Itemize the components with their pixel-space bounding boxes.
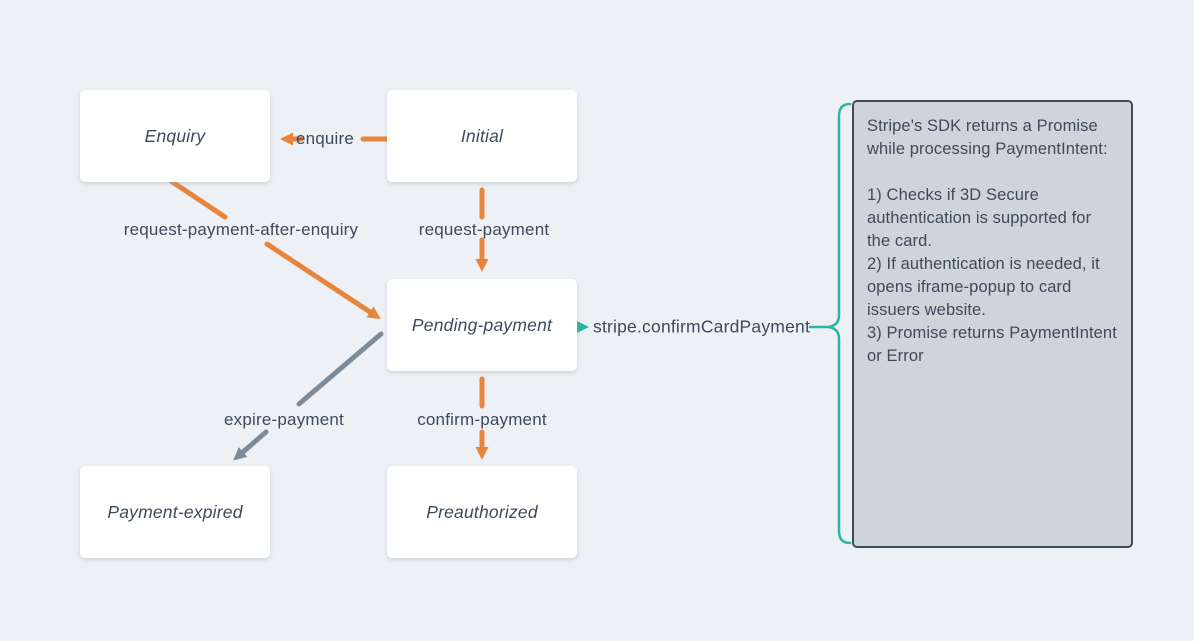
state-pending-payment-label: Pending-payment <box>411 314 553 335</box>
transition-label-request-payment: request-payment <box>418 220 550 239</box>
state-payment-expired: Payment-expired <box>80 466 270 558</box>
state-enquiry: Enquiry <box>80 90 270 182</box>
callout-label-stripe-confirm-card-payment: stripe.confirmCardPayment <box>593 316 811 337</box>
note-brace <box>808 102 852 545</box>
note-paragraph-intro: Stripe's SDK returns a Promise while pro… <box>867 117 1108 158</box>
note-paragraph-step-1: 1) Checks if 3D Secure authentication is… <box>867 186 1092 250</box>
transition-label-confirm-payment: confirm-payment <box>417 410 547 429</box>
state-initial: Initial <box>387 90 577 182</box>
transition-label-expire-payment: expire-payment <box>224 410 344 429</box>
state-preauthorized-label: Preauthorized <box>426 501 538 522</box>
note-box: Stripe's SDK returns a Promise while pro… <box>852 100 1133 548</box>
state-preauthorized: Preauthorized <box>387 466 577 558</box>
transition-label-request-payment-after-enquiry: request-payment-after-enquiry <box>123 220 359 239</box>
state-enquiry-label: Enquiry <box>144 125 206 146</box>
state-initial-label: Initial <box>460 125 504 146</box>
transition-label-enquire: enquire <box>295 129 355 148</box>
state-payment-expired-label: Payment-expired <box>107 501 243 522</box>
arrow-expire-payment <box>233 331 384 461</box>
arrow-request-payment-after-enquiry <box>168 178 381 320</box>
note-paragraph-step-3: 3) Promise returns PaymentIntent or Erro… <box>867 324 1117 365</box>
state-pending-payment: Pending-payment <box>387 279 577 371</box>
note-paragraph-step-2: 2) If authentication is needed, it opens… <box>867 255 1100 319</box>
